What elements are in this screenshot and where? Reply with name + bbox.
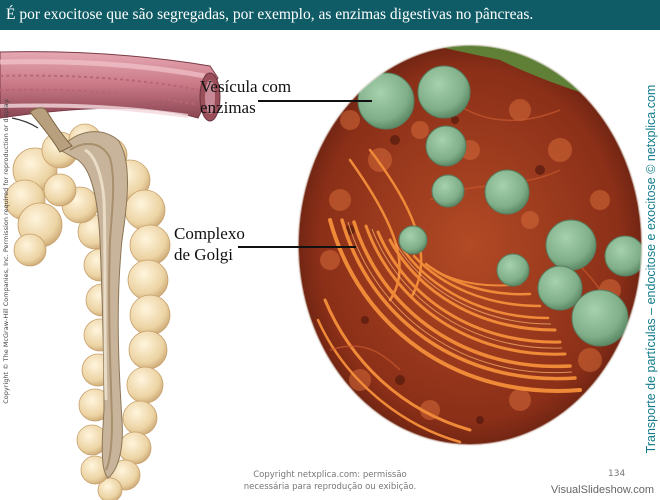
svg-text:SCIEN: SCIEN: [455, 449, 504, 466]
watermark: VisualSlideshow.com: [551, 484, 654, 496]
golgi-micrograph: SCIEN: [298, 45, 645, 466]
page-number: 134: [608, 469, 625, 479]
golgi-label: Complexo de Golgi: [174, 223, 245, 265]
illustration: SCIEN: [0, 40, 660, 500]
footer-copyright: Copyright netxplica.com: permissão neces…: [200, 469, 460, 493]
side-title: Transporte de partículas – endocitose e …: [642, 88, 660, 450]
pancreas-illustration: [0, 52, 220, 500]
copyright-side-text: Copyright © The McGraw-Hill Companies, I…: [0, 96, 12, 406]
footer-line-2: necessária para reprodução ou exibição.: [200, 481, 460, 493]
header-caption: É por exocitose que são segregadas, por …: [6, 6, 533, 24]
header-bar: É por exocitose que são segregadas, por …: [0, 0, 660, 30]
footer-line-1: Copyright netxplica.com: permissão: [200, 469, 460, 481]
vesicle-label: Vesícula com enzimas: [200, 76, 291, 118]
